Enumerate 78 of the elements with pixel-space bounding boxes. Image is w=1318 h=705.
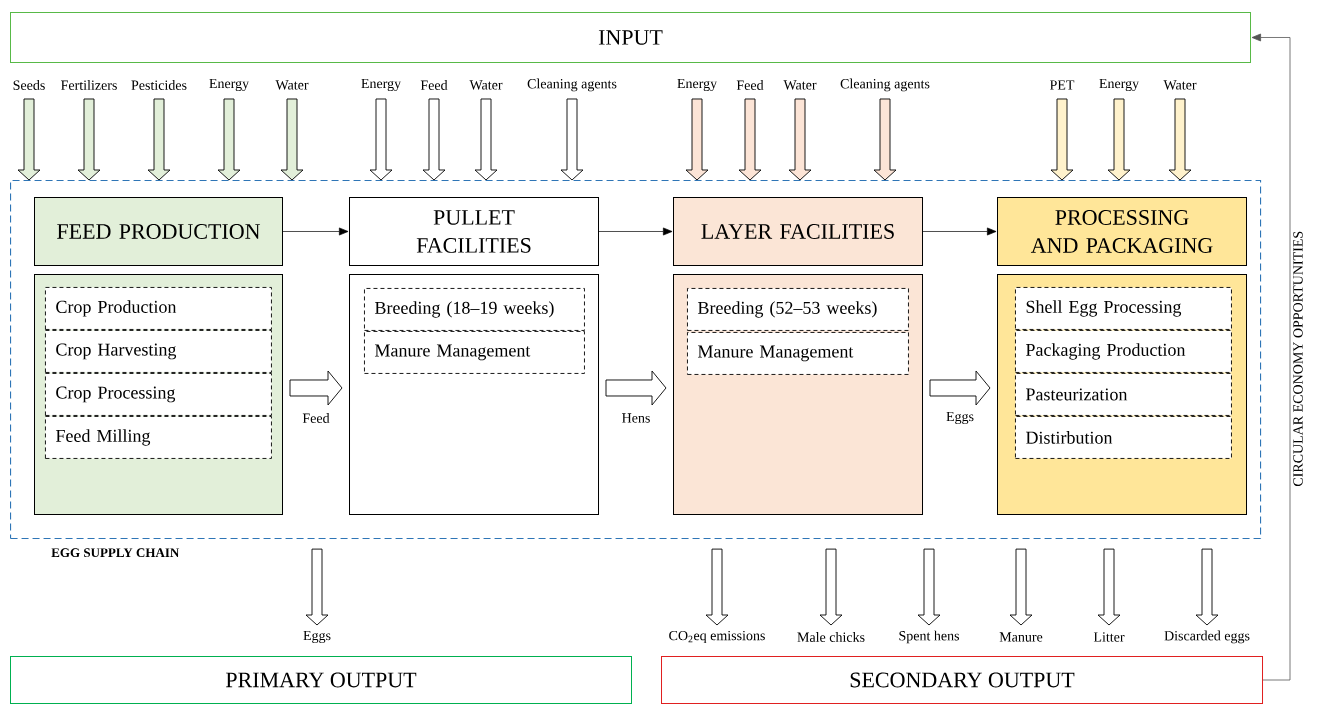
step-box: Crop Processing xyxy=(45,373,272,416)
edge-label: Feed xyxy=(301,412,331,424)
stage-panel xyxy=(349,274,599,515)
block-arrow xyxy=(474,98,498,181)
block-arrow xyxy=(605,370,667,406)
step-box: Packaging Production xyxy=(1015,330,1232,373)
block-arrow xyxy=(917,548,941,626)
edge-label: Seeds xyxy=(11,79,47,91)
block-arrow xyxy=(217,98,241,181)
block-arrow xyxy=(819,548,843,626)
step-box: Breeding (18–19 weeks) xyxy=(364,288,585,331)
arrow xyxy=(598,227,673,236)
edge-label: Litter xyxy=(1092,631,1126,643)
edge-label: CO$_{2}$eq emissions xyxy=(667,629,767,645)
block-arrow xyxy=(929,370,991,406)
edge-label: PET xyxy=(1048,79,1076,91)
block-arrow xyxy=(280,98,304,181)
block-arrow xyxy=(685,98,709,181)
edge-label: Energy xyxy=(359,77,403,93)
output-box: SECONDARY OUTPUT xyxy=(661,656,1263,704)
arrow xyxy=(1251,33,1291,681)
edge-label: Water xyxy=(1162,79,1198,91)
edge-label: Spent hens xyxy=(897,629,961,645)
block-arrow xyxy=(873,98,897,181)
block-arrow xyxy=(17,98,41,181)
block-arrow xyxy=(738,98,762,181)
block-arrow xyxy=(1195,548,1219,626)
block-arrow xyxy=(560,98,584,181)
edge-label: Pesticides xyxy=(130,79,188,91)
edge-label: CIRCULAR ECONOMY OPPORTUNITIES xyxy=(1292,229,1304,488)
edge-label: Water xyxy=(782,79,818,91)
output-box: PRIMARY OUTPUT xyxy=(10,656,632,704)
step-box: Shell Egg Processing xyxy=(1015,287,1232,330)
block-arrow xyxy=(147,98,171,181)
block-arrow xyxy=(422,98,446,181)
arrow xyxy=(282,227,349,236)
step-box: Crop Production xyxy=(45,287,272,330)
edge-label: Cleaning agents xyxy=(839,77,931,93)
block-arrow xyxy=(1168,98,1192,181)
block-arrow xyxy=(788,98,812,181)
step-box: Manure Management xyxy=(687,332,909,375)
input-box: INPUT xyxy=(10,12,1251,63)
edge-label: Eggs xyxy=(302,629,332,645)
edge-label: Water xyxy=(274,79,310,91)
edge-label: Hens xyxy=(620,412,652,424)
edge-label: Feed xyxy=(735,79,765,91)
edge-label: Energy xyxy=(207,77,251,93)
step-box: Breeding (52–53 weeks) xyxy=(687,288,909,331)
block-arrow xyxy=(1107,98,1131,181)
block-arrow xyxy=(1097,548,1121,626)
step-box: Crop Harvesting xyxy=(45,330,272,373)
edge-label: Feed xyxy=(419,79,449,91)
edge-label: Male chicks xyxy=(796,631,867,643)
edge-label: Energy xyxy=(1097,77,1141,93)
edge-label: Fertilizers xyxy=(59,79,119,91)
stage-header-box: FEED PRODUCTION xyxy=(34,197,283,266)
block-arrow xyxy=(1050,98,1074,181)
edge-label: Eggs xyxy=(945,410,975,426)
edge-label: Cleaning agents xyxy=(526,77,618,93)
stage-header-box: PULLET FACILITIES xyxy=(349,197,599,266)
arrow xyxy=(922,227,997,236)
step-box: Manure Management xyxy=(364,331,585,374)
step-box: Feed Milling xyxy=(45,416,272,459)
group-label: EGG SUPPLY CHAIN xyxy=(51,548,180,558)
stage-header-box: PROCESSING AND PACKAGING xyxy=(997,197,1247,266)
block-arrow xyxy=(289,370,343,406)
edge-label: Energy xyxy=(675,77,719,93)
step-box: Distirbution xyxy=(1015,416,1232,459)
block-arrow xyxy=(705,548,729,626)
edge-label: Water xyxy=(468,79,504,91)
step-box: Pasteurization xyxy=(1015,373,1232,416)
block-arrow xyxy=(77,98,101,181)
block-arrow xyxy=(369,98,393,181)
block-arrow xyxy=(1009,548,1033,626)
block-arrow xyxy=(305,548,329,626)
edge-label: Manure xyxy=(998,631,1044,643)
stage-header-box: LAYER FACILITIES xyxy=(673,197,923,266)
edge-label: Discarded eggs xyxy=(1163,629,1251,645)
